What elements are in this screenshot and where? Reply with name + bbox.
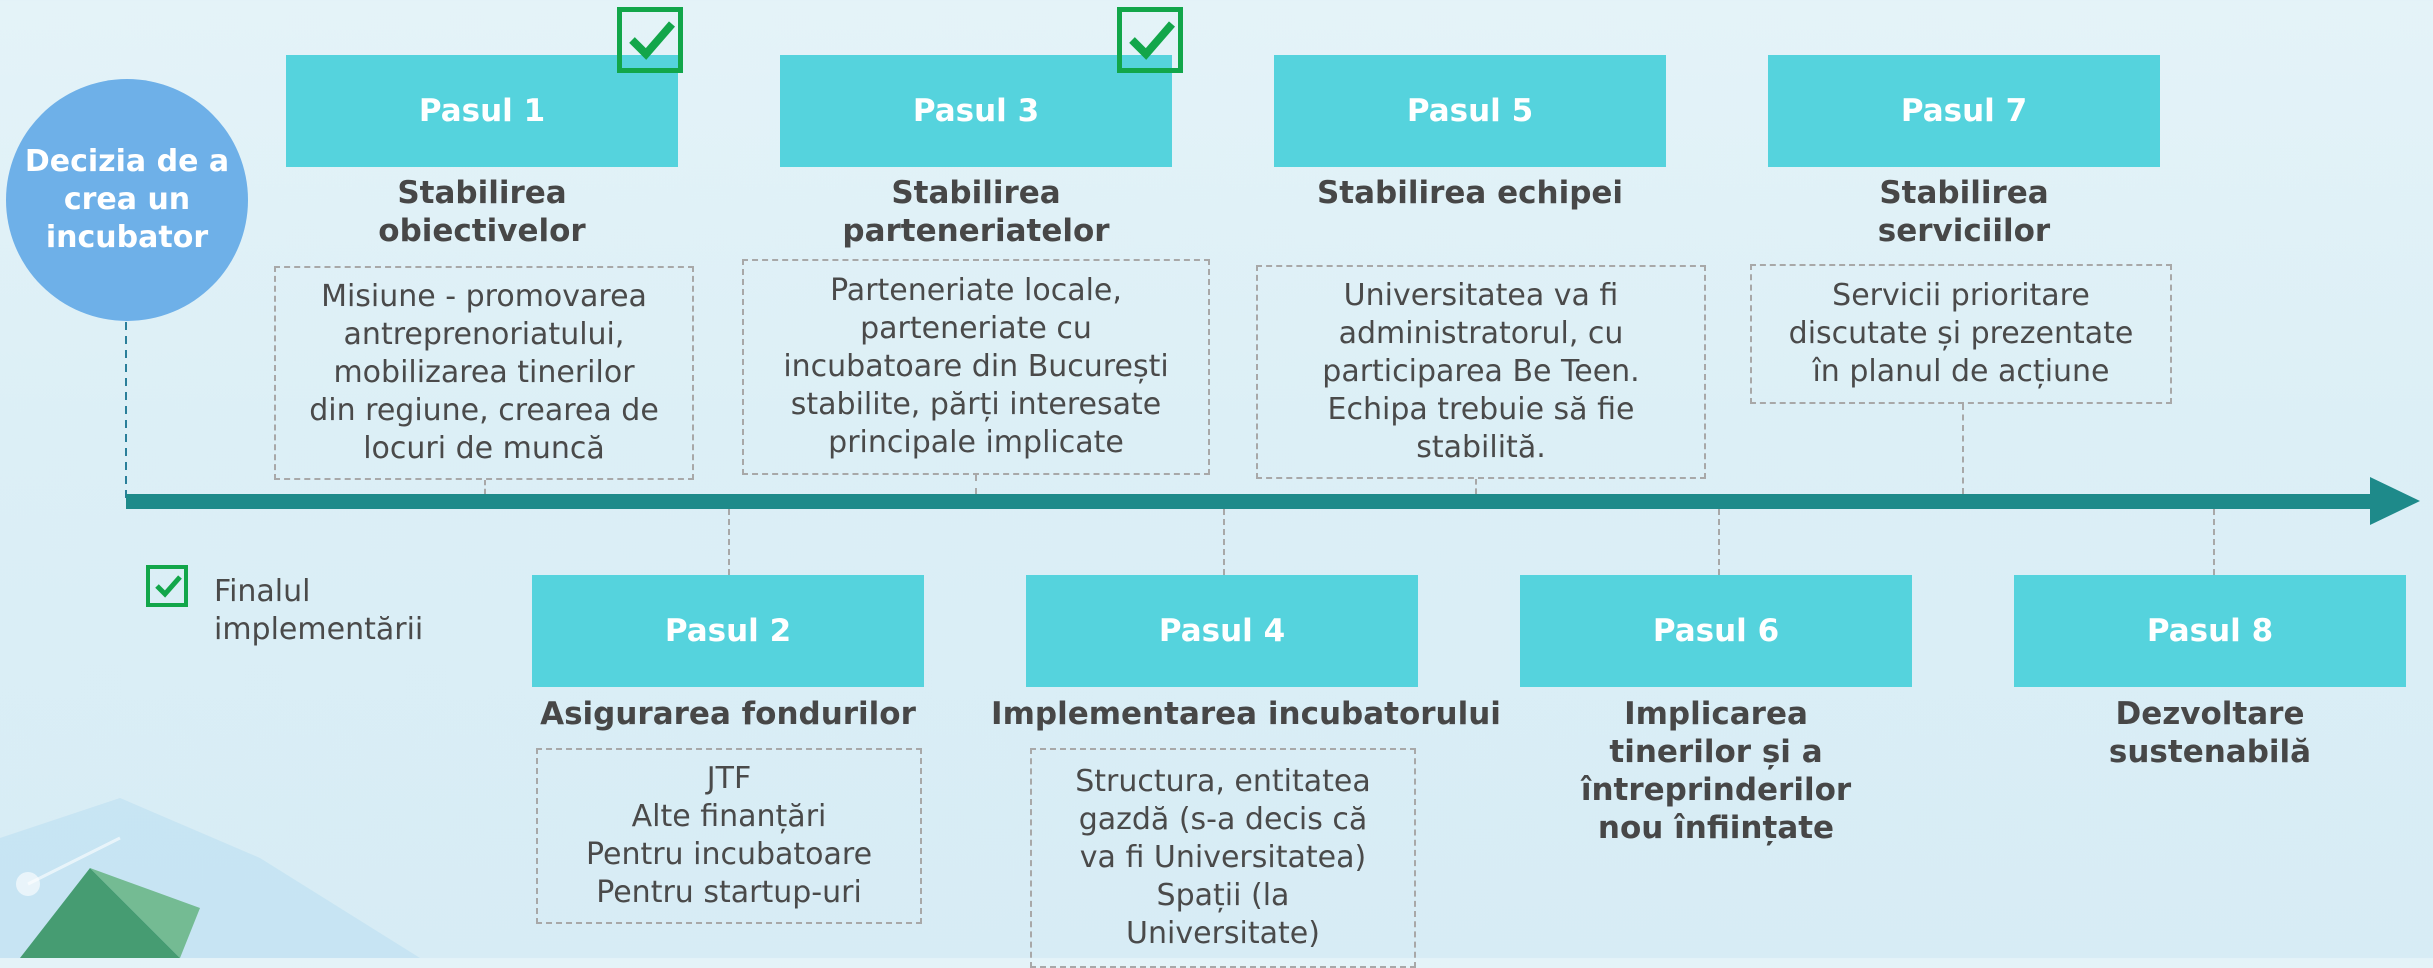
timeline-bar	[126, 494, 2376, 509]
start-decision-label: Decizia de a crea un incubator	[24, 144, 230, 255]
step-3-title: Stabilirea parteneriatelor	[842, 175, 1110, 249]
step-7-description-box: Servicii prioritare discutate și prezent…	[1750, 264, 2172, 404]
step-3-description-box: Parteneriate locale, parteneriate cu inc…	[742, 259, 1210, 475]
step-1-description-box: Misiune - promovarea antreprenoriatului,…	[274, 266, 694, 480]
step-2-connector	[728, 509, 730, 575]
step-2-title: Asigurarea fondurilor	[540, 696, 916, 732]
step-6-connector	[1718, 509, 1720, 575]
step-7-title: Stabilirea serviciilor	[1877, 175, 2051, 249]
step-8-title: Dezvoltare sustenabilă	[2108, 696, 2312, 770]
step-8-header: Pasul 8	[2014, 575, 2406, 687]
step-1-header: Pasul 1	[286, 55, 678, 167]
step-1-check-icon	[617, 7, 683, 73]
step-7-header: Pasul 7	[1768, 55, 2160, 167]
step-5-title: Stabilirea echipei	[1316, 175, 1624, 211]
step-4-title: Implementarea incubatorului	[991, 696, 1501, 732]
step-6-header: Pasul 6	[1520, 575, 1912, 687]
step-1-title: Stabilirea obiectivelor	[378, 175, 586, 249]
legend-label: Finalul implementării	[214, 574, 424, 647]
start-decision-circle: Decizia de a crea un incubator	[6, 79, 248, 321]
step-5-header: Pasul 5	[1274, 55, 1666, 167]
step-4-description-box: Structura, entitatea gazdă (s-a decis că…	[1030, 748, 1416, 968]
step-4-connector	[1223, 509, 1225, 575]
step-3-check-icon	[1117, 7, 1183, 73]
step-4-header: Pasul 4	[1026, 575, 1418, 687]
legend-checkbox-checked-icon	[146, 565, 188, 607]
step-1-connector	[484, 480, 486, 494]
step-5-description-box: Universitatea va fi administratorul, cu …	[1256, 265, 1706, 479]
step-2-description-box: JTF Alte finanțări Pentru incubatoare Pe…	[536, 748, 922, 924]
step-7-connector	[1962, 404, 1964, 494]
step-8-connector	[2213, 509, 2215, 575]
step-6-title: Implicarea tinerilor și a întreprinderil…	[1580, 696, 1852, 846]
timeline-arrow-icon	[2370, 477, 2420, 525]
step-3-connector	[975, 475, 977, 494]
step-3-header: Pasul 3	[780, 55, 1172, 167]
step-5-connector	[1475, 479, 1477, 494]
step-2-header: Pasul 2	[532, 575, 924, 687]
